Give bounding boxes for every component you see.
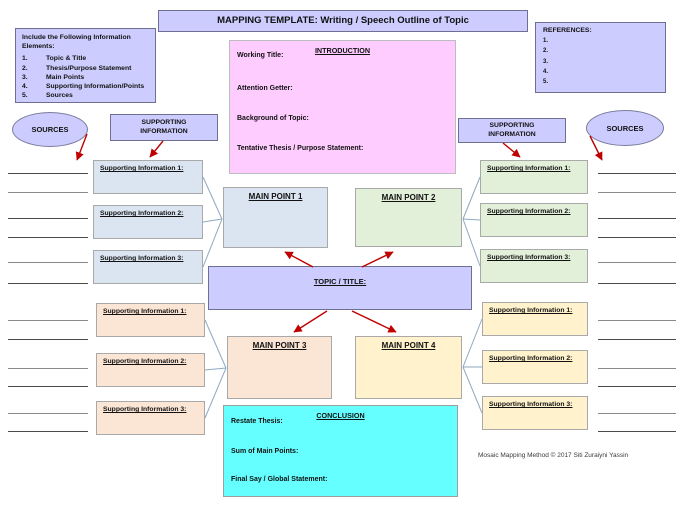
source-writing-line [8, 237, 88, 238]
supporting-box-right-top-2: Supporting Information 2: [480, 203, 588, 237]
conclusion-heading: CONCLUSION [316, 411, 365, 420]
main-point-3-box: MAIN POINT 3 [227, 336, 332, 399]
source-writing-line [8, 320, 88, 321]
main-point-2-box: MAIN POINT 2 [355, 188, 462, 247]
field-sum-of-main-points: Sum of Main Points: [231, 448, 299, 455]
source-writing-line [598, 368, 676, 369]
source-writing-line [598, 431, 676, 432]
sources-oval-left: SOURCES [12, 112, 88, 147]
supporting-box-right-bottom-2: Supporting Information 2: [482, 350, 588, 384]
conclusion-box: CONCLUSION Restate Thesis: Sum of Main P… [223, 405, 458, 497]
page-title: MAPPING TEMPLATE: Writing / Speech Outli… [158, 10, 528, 32]
supporting-box-left-top-3: Supporting Information 3: [93, 250, 203, 284]
reference-slot: 4. [543, 68, 549, 75]
source-writing-line [8, 192, 88, 193]
field-working-title: Working Title: [237, 52, 284, 59]
arrow-topic-to-main-point-2 [361, 251, 394, 268]
source-writing-line [8, 339, 88, 340]
supporting-box-right-bottom-1: Supporting Information 1: [482, 302, 588, 336]
source-writing-line [598, 320, 676, 321]
source-writing-line [8, 386, 88, 387]
supporting-box-left-top-2: Supporting Information 2: [93, 205, 203, 239]
arrow-supporting-left-to-box [149, 140, 164, 158]
source-writing-line [8, 283, 88, 284]
source-writing-line [598, 339, 676, 340]
source-writing-line [598, 218, 676, 219]
supporting-box-left-bottom-1: Supporting Information 1: [96, 303, 205, 337]
source-writing-line [598, 173, 676, 174]
main-point-4-box: MAIN POINT 4 [355, 336, 462, 399]
supporting-info-header-right: SUPPORTING INFORMATION [458, 118, 566, 143]
reference-slot: 5. [543, 78, 549, 85]
source-writing-line [598, 386, 676, 387]
source-writing-line [8, 262, 88, 263]
list-item: 3.Main Points [22, 73, 85, 81]
list-item: 4.Supporting Information/Points [22, 82, 145, 90]
supporting-box-right-top-3: Supporting Information 3: [480, 249, 588, 283]
source-writing-line [598, 192, 676, 193]
source-writing-line [598, 262, 676, 263]
list-item: 1.Topic & Title [22, 55, 87, 63]
supporting-box-left-bottom-2: Supporting Information 2: [96, 353, 205, 387]
source-writing-line [598, 237, 676, 238]
source-writing-line [8, 413, 88, 414]
arrow-topic-to-main-point-4 [351, 310, 397, 333]
supporting-box-right-bottom-3: Supporting Information 3: [482, 396, 588, 430]
reference-slot: 2. [543, 48, 549, 55]
supporting-box-left-bottom-3: Supporting Information 3: [96, 401, 205, 435]
field-background-of-topic: Background of Topic: [237, 115, 309, 122]
source-writing-line [8, 173, 88, 174]
info-heading: Include the Following Information Elemen… [22, 34, 131, 51]
source-writing-line [598, 413, 676, 414]
supporting-box-right-top-1: Supporting Information 1: [480, 160, 588, 194]
arrow-topic-to-main-point-3 [293, 310, 328, 333]
source-writing-line [8, 218, 88, 219]
supporting-info-header-left: SUPPORTING INFORMATION [110, 114, 218, 141]
supporting-box-left-top-1: Supporting Information 1: [93, 160, 203, 194]
info-elements-box: Include the Following Information Elemen… [15, 28, 156, 103]
introduction-box: INTRODUCTION Working Title: Attention Ge… [229, 40, 456, 174]
sources-oval-right: SOURCES [586, 110, 664, 146]
source-writing-line [8, 431, 88, 432]
topic-title-box: TOPIC / TITLE: [208, 266, 472, 310]
references-heading: REFERENCES: [543, 27, 592, 34]
main-point-1-box: MAIN POINT 1 [223, 187, 328, 248]
list-item: 2.Thesis/Purpose Statement [22, 64, 132, 72]
info-list: 1.Topic & Title 2.Thesis/Purpose Stateme… [22, 54, 151, 100]
source-writing-line [8, 368, 88, 369]
credit-text: Mosaic Mapping Method © 2017 Siti Zuraiy… [478, 452, 629, 459]
field-tentative-thesis: Tentative Thesis / Purpose Statement: [237, 145, 364, 152]
arrow-supporting-right-to-box [502, 142, 521, 158]
reference-slot: 3. [543, 58, 549, 65]
field-restate-thesis: Restate Thesis: [231, 418, 283, 425]
field-attention-getter: Attention Getter: [237, 85, 293, 92]
introduction-heading: INTRODUCTION [314, 46, 371, 55]
list-item: 5.Sources [22, 92, 73, 100]
references-box: REFERENCES: 1. 2. 3. 4. 5. [535, 22, 666, 93]
field-final-say: Final Say / Global Statement: [231, 476, 328, 483]
arrow-topic-to-main-point-1 [284, 251, 314, 268]
source-writing-line [598, 283, 676, 284]
reference-slot: 1. [543, 38, 549, 45]
